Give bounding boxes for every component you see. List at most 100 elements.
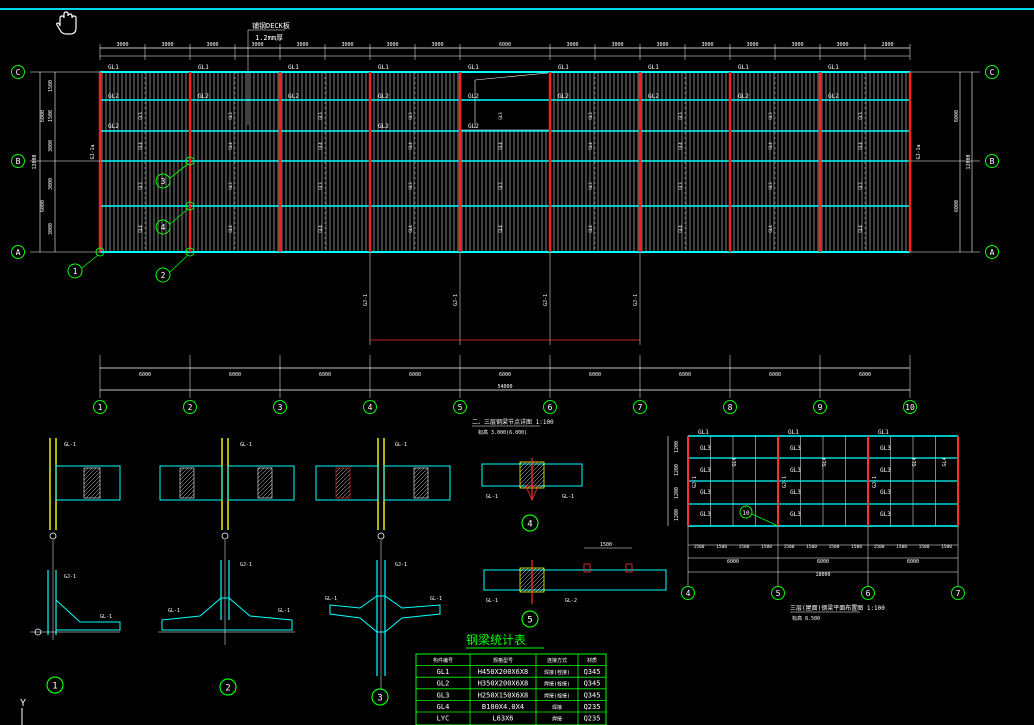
roof-bottom-small-dim: 1500 [851,544,862,550]
beam-label-gl3: GL3 [228,112,233,120]
beam-label-gl3: GL4 [768,142,773,150]
svg-text:GL-1: GL-1 [562,494,574,500]
beam-label-gl3: GL4 [498,225,503,233]
row-axis-bubble [11,154,25,168]
table-title: 钢梁统计表 [466,632,526,647]
top-dim-label: 3000 [566,42,578,48]
beam-label-gl3: GL4 [138,142,143,150]
table-cell: 焊接(栓接) [544,681,570,688]
beam-label-gl2: GL2 [828,93,839,100]
table-header-cell: 规格型号 [493,657,513,664]
roof-beam-label-gl3: GL3 [790,445,801,452]
detail-4-title: 二、三层钢梁节点详图 1:100 [472,418,554,426]
beam-label-gl1: GL1 [468,64,479,71]
roof-beam-label-gl3: GL3 [700,467,711,474]
roof-beam-label-gl3: GL3 [880,467,891,474]
detail-5: 1500 GL-1 GL-2 [483,542,667,604]
top-dim-label: 3000 [386,42,398,48]
detail-number-label: 2 [225,684,230,694]
beam-label-gl3: GL3 [498,182,503,190]
top-cyan-bar [0,0,1034,10]
roof-beam-label-gl3: GL3 [880,445,891,452]
detail-callout-label: 2 [161,271,166,280]
top-dim-label: 3000 [836,42,848,48]
bottom-dim-label: 6000 [679,372,691,378]
row-axis-label: B [990,157,995,166]
top-dim-label: 3000 [656,42,668,48]
table-cell: Q235 [584,715,601,723]
detail-number-bubble [219,678,237,696]
roof-axis-bubble [771,586,785,600]
roof-left-dim: 1200 [674,464,680,476]
table-header-cell: 连接方式 [547,657,567,664]
left-sub-label: 6000 [40,200,46,212]
column-axis-bubble [813,400,827,414]
beam-label-gl1: GL1 [108,64,119,71]
column-label-gj1: GJ-1 [543,294,549,306]
detail-number-label: 3 [377,694,382,704]
column-label-gj1: GJ-1 [453,294,459,306]
ucs-icon: Y [20,698,26,725]
beam-label-gl3: GL3 [768,112,773,120]
svg-text:GJ-1: GJ-1 [240,562,252,568]
beam-label-gl3: GL4 [228,142,233,150]
column-axis-label: 10 [905,403,915,412]
bottom-dim-label: 6000 [589,372,601,378]
roof-axis-label: 7 [956,589,961,598]
beam-label-gl3: GL3 [408,182,413,190]
beam-label-gl3: GL3 [228,182,233,190]
top-dim-label: 3000 [116,42,128,48]
top-dim-label: 3000 [611,42,623,48]
detail-4-subtitle: 标高 3.000(6.000) [478,429,527,436]
beam-label-gl3: GL4 [588,142,593,150]
row-axis-label: A [16,248,21,257]
detail-5-dim: 1500 [600,542,612,548]
beam-label-gl3: GL4 [588,225,593,233]
roof-plan-title: 三层(屋面)钢梁平面布置图 1:100 [790,604,885,612]
table-cell: 焊接 [552,716,562,723]
detail-callout-label: 1 [73,267,78,276]
row-axis-label: A [990,248,995,257]
beam-label-gl3: GL3 [138,182,143,190]
top-dim-label: 3000 [251,42,263,48]
roof-axis-label: 6 [866,589,871,598]
row-axis-bubble [985,65,999,79]
row-axis-bubble [985,154,999,168]
roof-beam-label-gl3: GL3 [700,511,711,518]
beam-label-gl3: GL3 [318,182,323,190]
column-axis-label: 2 [188,403,193,412]
right-sub-label: 6000 [954,110,960,122]
svg-text:GL-1: GL-1 [486,598,498,604]
roof-beam-label-gl4: GL4 [942,457,948,466]
roof-beam-label-gl3: GL3 [700,445,711,452]
svg-text:GL-1: GL-1 [240,442,252,448]
top-dim-label: 3000 [746,42,758,48]
svg-text:GL-1: GL-1 [430,596,442,602]
beam-label-gl3: GL4 [138,225,143,233]
svg-text:GL-1: GL-1 [486,494,498,500]
beam-label-gl2b: GL2 [468,123,479,130]
beam-label-gl3: GL3 [858,112,863,120]
table-cell: L63X6 [492,715,513,723]
table-cell: GL3 [437,691,450,699]
column-axis-bubble [723,400,737,414]
deck-note: 铺钢DECK板 [252,21,290,30]
beam-label-gl3: GL4 [408,142,413,150]
row-axis-label: C [990,68,995,77]
roof-left-dim: 1200 [674,509,680,521]
beam-label-gl1: GL1 [738,64,749,71]
roof-axis-label: 4 [686,589,691,598]
column-label-gj1: GJ-1 [363,294,369,306]
top-dim-label: 3000 [701,42,713,48]
detail-callout-label: 3 [161,177,166,186]
table-cell: GL4 [437,703,450,711]
hand-pan-icon[interactable] [56,11,77,35]
beam-label-gl3: GL4 [678,142,683,150]
roof-left-dim: 1200 [674,487,680,499]
top-dim-label: 6000 [499,42,511,48]
beam-label-gl3: GL3 [768,182,773,190]
column-axis-label: 4 [368,403,373,412]
roof-bottom-small-dim: 1500 [739,544,750,550]
roof-axis-bubble [951,586,965,600]
